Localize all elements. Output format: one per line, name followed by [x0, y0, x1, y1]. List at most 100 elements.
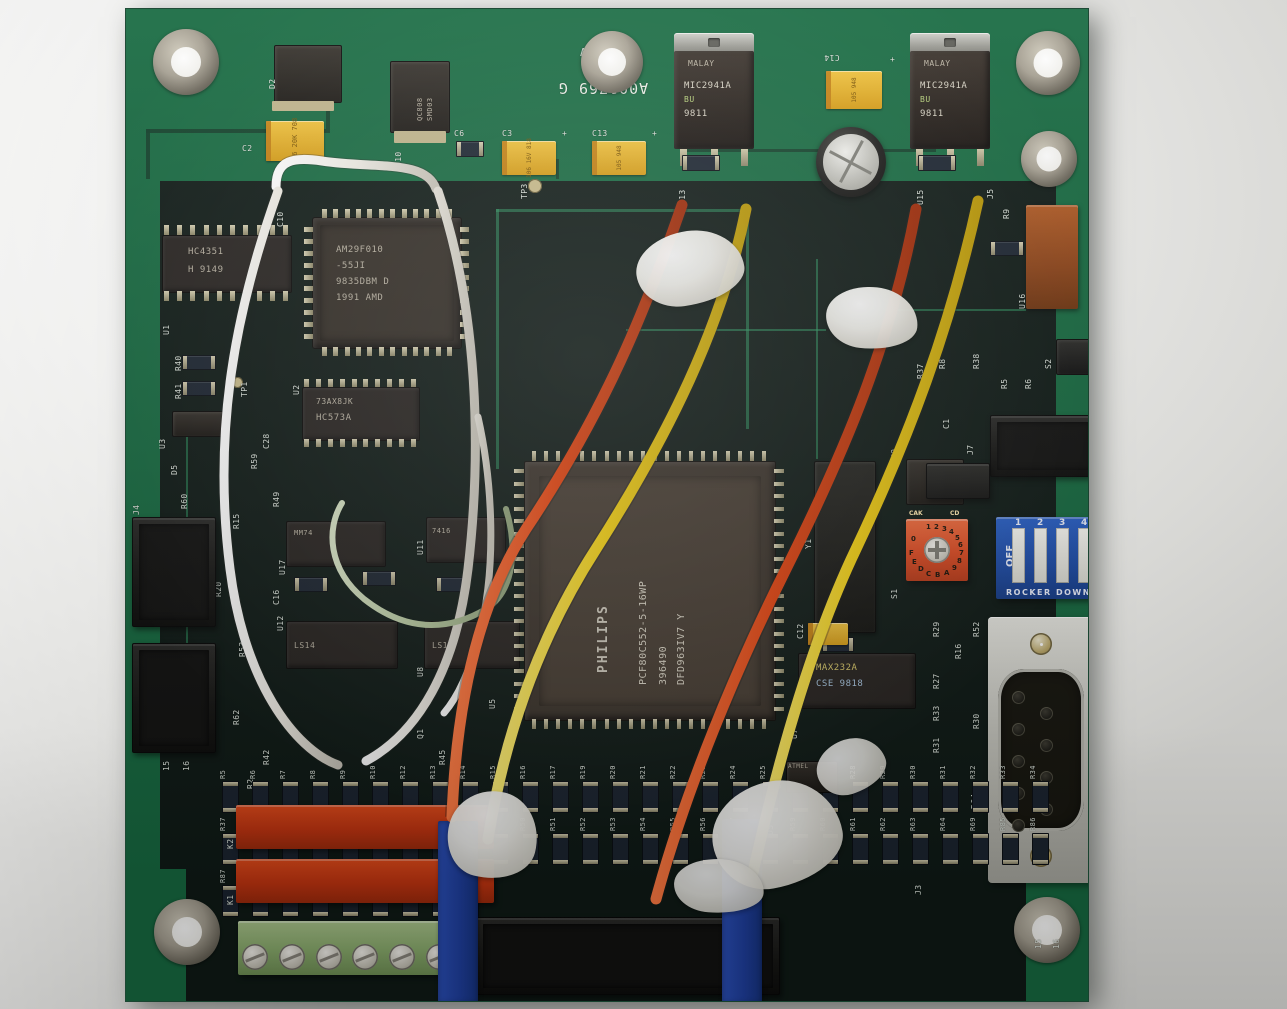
ref-r17: R17 — [549, 765, 557, 779]
microcontroller-qfp — [524, 461, 776, 721]
ref-c6: C6 — [454, 129, 465, 138]
voltage-regulator-right — [910, 33, 990, 166]
idc-header-left-lower[interactable] — [132, 643, 216, 753]
resistor-r29 — [882, 781, 899, 813]
resistor-r61 — [852, 833, 869, 865]
ref-u12: U12 — [276, 615, 285, 631]
resistor-r55 — [672, 833, 689, 865]
dip-num-4: 4 — [1081, 518, 1088, 528]
terminal-screw-2[interactable] — [278, 944, 305, 970]
capacitor-c13: 105 948 — [592, 141, 646, 175]
ref-r51: R51 — [549, 817, 557, 831]
ref-r85: R85 — [999, 817, 1007, 831]
ref-r14: R14 — [459, 765, 467, 779]
connector-right-black[interactable] — [990, 415, 1088, 477]
db9-pin-label-16: 16 — [1052, 938, 1061, 949]
ref-r42: R42 — [262, 749, 271, 765]
ref-r34: R34 — [1029, 765, 1037, 779]
rotary-dial[interactable] — [924, 537, 950, 563]
capacitor-c2: 476 20K 708 — [266, 118, 324, 164]
idc-header-left-upper[interactable] — [132, 517, 216, 627]
pin-col — [460, 227, 469, 339]
rotary-label-right: CD — [950, 510, 960, 517]
terminal-screw-4[interactable] — [352, 944, 379, 970]
ref-r16: R16 — [954, 643, 963, 659]
ref-r30: R30 — [972, 713, 981, 729]
idc-pin-label-15: 15 — [162, 760, 171, 771]
ref-r21: R21 — [639, 765, 647, 779]
polarity-plus-c3: + — [562, 129, 568, 138]
ref-r31: R31 — [932, 737, 941, 753]
ref-u7: U7 — [790, 728, 799, 739]
ref-r54: R54 — [639, 817, 647, 831]
crystal-oscillator — [814, 461, 876, 633]
ref-c10: C10 — [276, 211, 285, 227]
ref-r6: R6 — [249, 769, 257, 779]
ref-c2: C2 — [242, 144, 253, 153]
resistor-near-u15 — [918, 155, 956, 171]
ref-j5: J5 — [986, 188, 995, 199]
dip-rockers[interactable] — [1012, 528, 1088, 583]
resistor-r30 — [912, 781, 929, 813]
dip-rocker-1[interactable] — [1012, 528, 1025, 583]
ref-u8: U8 — [416, 666, 425, 677]
ref-u11: U11 — [416, 539, 425, 555]
u3-line4: 1991 AMD — [336, 293, 384, 303]
ref-r19: R19 — [579, 765, 587, 779]
screw-terminal-block[interactable] — [238, 921, 456, 975]
ref-r13: R13 — [429, 765, 437, 779]
printed-circuit-board: A001769 G REV D2 476 20K 708 C2 SMD03 QC… — [126, 9, 1088, 1001]
dip-rocker-2[interactable] — [1034, 528, 1047, 583]
ref-r22: R22 — [669, 765, 677, 779]
ref-r23: R23 — [699, 765, 707, 779]
u13-country: MALAY — [688, 59, 715, 68]
u15-country: MALAY — [924, 59, 951, 68]
terminal-screw-3[interactable] — [315, 944, 342, 970]
rotary-hex-switch[interactable]: 1 2 3 4 5 6 7 8 9 A B C D E F 0 CAK CD — [906, 510, 968, 581]
ref-c3: C3 — [502, 129, 513, 138]
terminal-screw-5[interactable] — [389, 944, 416, 970]
ref-r9: R9 — [1002, 208, 1011, 219]
ref-r87: R87 — [219, 869, 227, 883]
ref-r52: R52 — [579, 817, 587, 831]
dip-switch-4pos[interactable]: OFF 1 2 3 4 ROCKER DOWN — [996, 517, 1088, 599]
ref-c1: C1 — [942, 418, 951, 429]
diode-array — [172, 411, 226, 437]
ref-c16: C16 — [272, 589, 281, 605]
dip-num-3: 3 — [1059, 518, 1066, 528]
ref-tp3: TP3 — [520, 183, 529, 199]
ref-c12: C12 — [796, 623, 805, 639]
idc-pin-label-16: 16 — [182, 760, 191, 771]
small-black-connector[interactable] — [926, 463, 990, 499]
ref-r8: R8 — [309, 769, 317, 779]
terminal-screw-1[interactable] — [242, 944, 268, 970]
ref-r5: R5 — [219, 769, 227, 779]
rotary-label-left: CAK — [909, 510, 923, 517]
ref-r45: R45 — [438, 749, 447, 765]
terminal-screws[interactable] — [242, 944, 452, 970]
orange-header-block[interactable] — [1026, 205, 1078, 309]
ref-r64: R64 — [939, 817, 947, 831]
trace — [496, 209, 499, 469]
push-switch[interactable] — [1056, 339, 1088, 375]
ref-r15: R15 — [232, 513, 241, 529]
diode-d3 — [274, 45, 342, 103]
ref-r12: R12 — [399, 765, 407, 779]
dip-rocker-4[interactable] — [1078, 528, 1088, 583]
u3-line2: -55JI — [336, 261, 366, 271]
u1-line1: HC4351 — [188, 247, 224, 257]
ref-r29: R29 — [932, 621, 941, 637]
dip-rocker-3[interactable] — [1056, 528, 1069, 583]
u8-line1: LS14 — [432, 641, 454, 650]
ref-r56: R56 — [699, 817, 707, 831]
u15-suffix: BU — [920, 95, 931, 104]
pin-col — [304, 227, 313, 339]
u5-part: PCF80C552-5-16WP — [638, 580, 649, 685]
resistor-r53 — [612, 833, 629, 865]
ref-r59: R59 — [250, 453, 259, 469]
cap-c2-value: 476 20K 708 — [291, 117, 299, 165]
trace — [496, 209, 746, 212]
ref-r7: R7 — [279, 769, 287, 779]
ref-r55: R55 — [669, 817, 677, 831]
